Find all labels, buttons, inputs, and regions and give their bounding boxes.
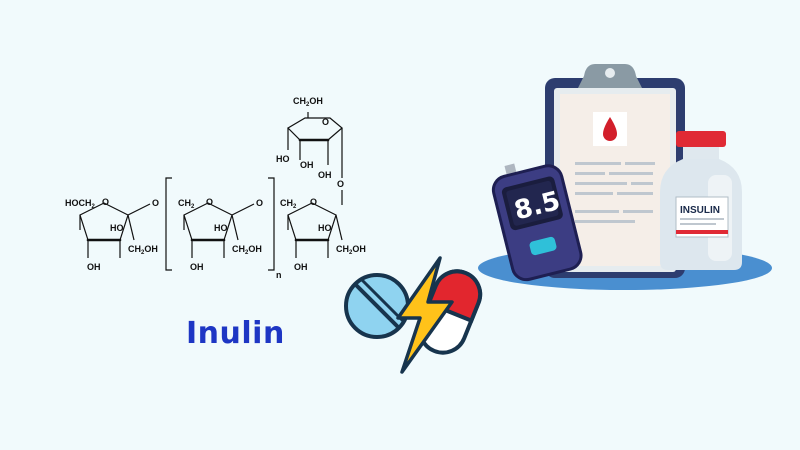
right-ho: HO	[318, 223, 332, 233]
glucose-oh-1: OH	[300, 160, 314, 170]
lightning-bolt-icon	[396, 256, 454, 374]
mid-ring-o: O	[206, 197, 213, 207]
repeat-unit: n CH2 O HO CH2OH OH O	[165, 177, 282, 280]
insulin-bottle-icon: INSULIN	[660, 131, 742, 270]
inulin-structure: CH2OH O HO OH OH O HOCH2 O HO CH2OH OH O	[65, 96, 366, 280]
glucose-link-o: O	[337, 179, 344, 189]
mid-ch2oh: CH2OH	[232, 244, 262, 256]
glucose-ho: HO	[276, 154, 290, 164]
left-ch2oh: CH2OH	[128, 244, 158, 256]
insulin-label: INSULIN	[680, 205, 720, 216]
pills-illustration	[344, 256, 483, 374]
right-ch2: CH2	[280, 198, 297, 210]
glucose-ring-o: O	[322, 117, 329, 127]
left-oh: OH	[87, 262, 101, 272]
glucose-meter-icon: 8.5	[491, 163, 583, 282]
tablet-icon	[344, 273, 410, 339]
right-oh: OH	[294, 262, 308, 272]
fructose-ring-right: CH2 O HO CH2OH OH	[280, 197, 366, 272]
glucose-oh-2: OH	[318, 170, 332, 180]
fructose-ring-left: HOCH2 O HO CH2OH OH O	[65, 197, 159, 272]
repeat-n: n	[276, 270, 282, 280]
link-o-1: O	[152, 198, 159, 208]
glucose-ring: CH2OH O HO OH OH O	[276, 96, 344, 205]
page-title: Inulin	[186, 316, 285, 351]
link-o-2: O	[256, 198, 263, 208]
blood-drop-icon	[603, 117, 617, 141]
mid-oh: OH	[190, 262, 204, 272]
medical-illustration: INSULIN 8.5	[478, 64, 772, 290]
right-ch2oh: CH2OH	[336, 244, 366, 256]
left-hoch2: HOCH2	[65, 198, 96, 210]
meter-button	[529, 236, 557, 256]
left-ring-o: O	[102, 197, 109, 207]
right-ring-o: O	[310, 197, 317, 207]
glucose-ch2oh: CH2OH	[293, 96, 323, 108]
mid-ch2: CH2	[178, 198, 195, 210]
report-lines	[575, 162, 655, 223]
left-ho: HO	[110, 223, 124, 233]
mid-ho: HO	[214, 223, 228, 233]
